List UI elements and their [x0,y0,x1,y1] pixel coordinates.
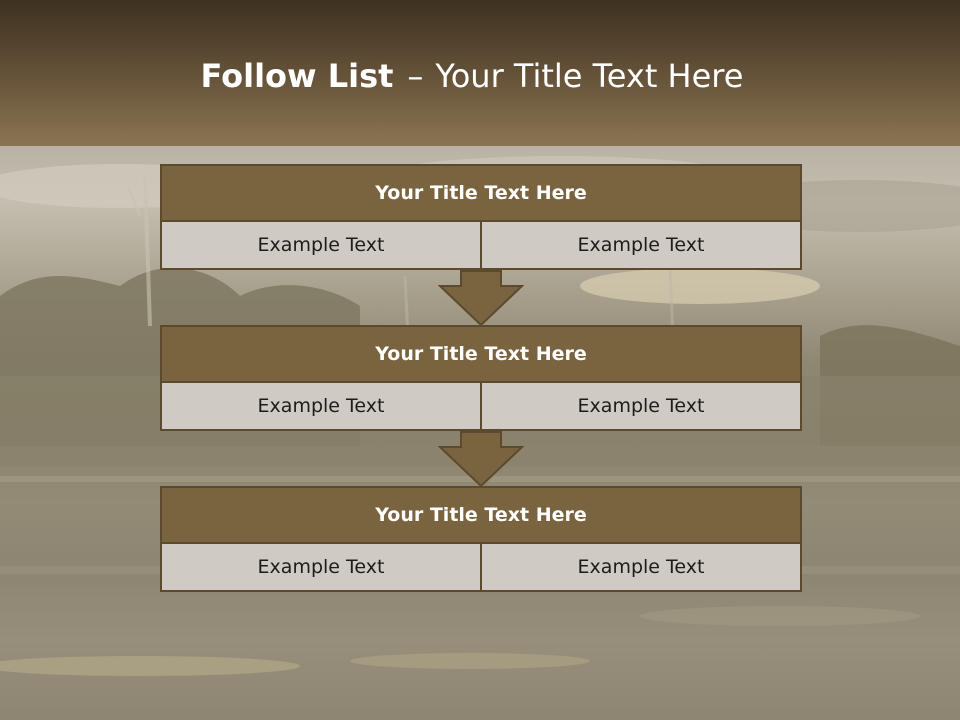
flow-block-right-cell: Example Text [480,381,802,431]
slide-title: Follow List–Your Title Text Here [0,56,944,96]
flow-block-title: Your Title Text Here [160,486,802,544]
flow-block-title: Your Title Text Here [160,325,802,383]
title-rest-part: Your Title Text Here [435,57,744,95]
down-arrow-icon [438,270,524,326]
flow-block-left-cell: Example Text [160,542,482,592]
flow-block-left-cell: Example Text [160,381,482,431]
title-separator: – [407,57,424,95]
flow-block-left-cell: Example Text [160,220,482,270]
header-band: Follow List–Your Title Text Here [0,0,960,146]
flow-block-title: Your Title Text Here [160,164,802,222]
flow-block-right-cell: Example Text [480,220,802,270]
flow-block-right-cell: Example Text [480,542,802,592]
down-arrow-icon [438,431,524,487]
title-bold-part: Follow List [200,57,394,95]
